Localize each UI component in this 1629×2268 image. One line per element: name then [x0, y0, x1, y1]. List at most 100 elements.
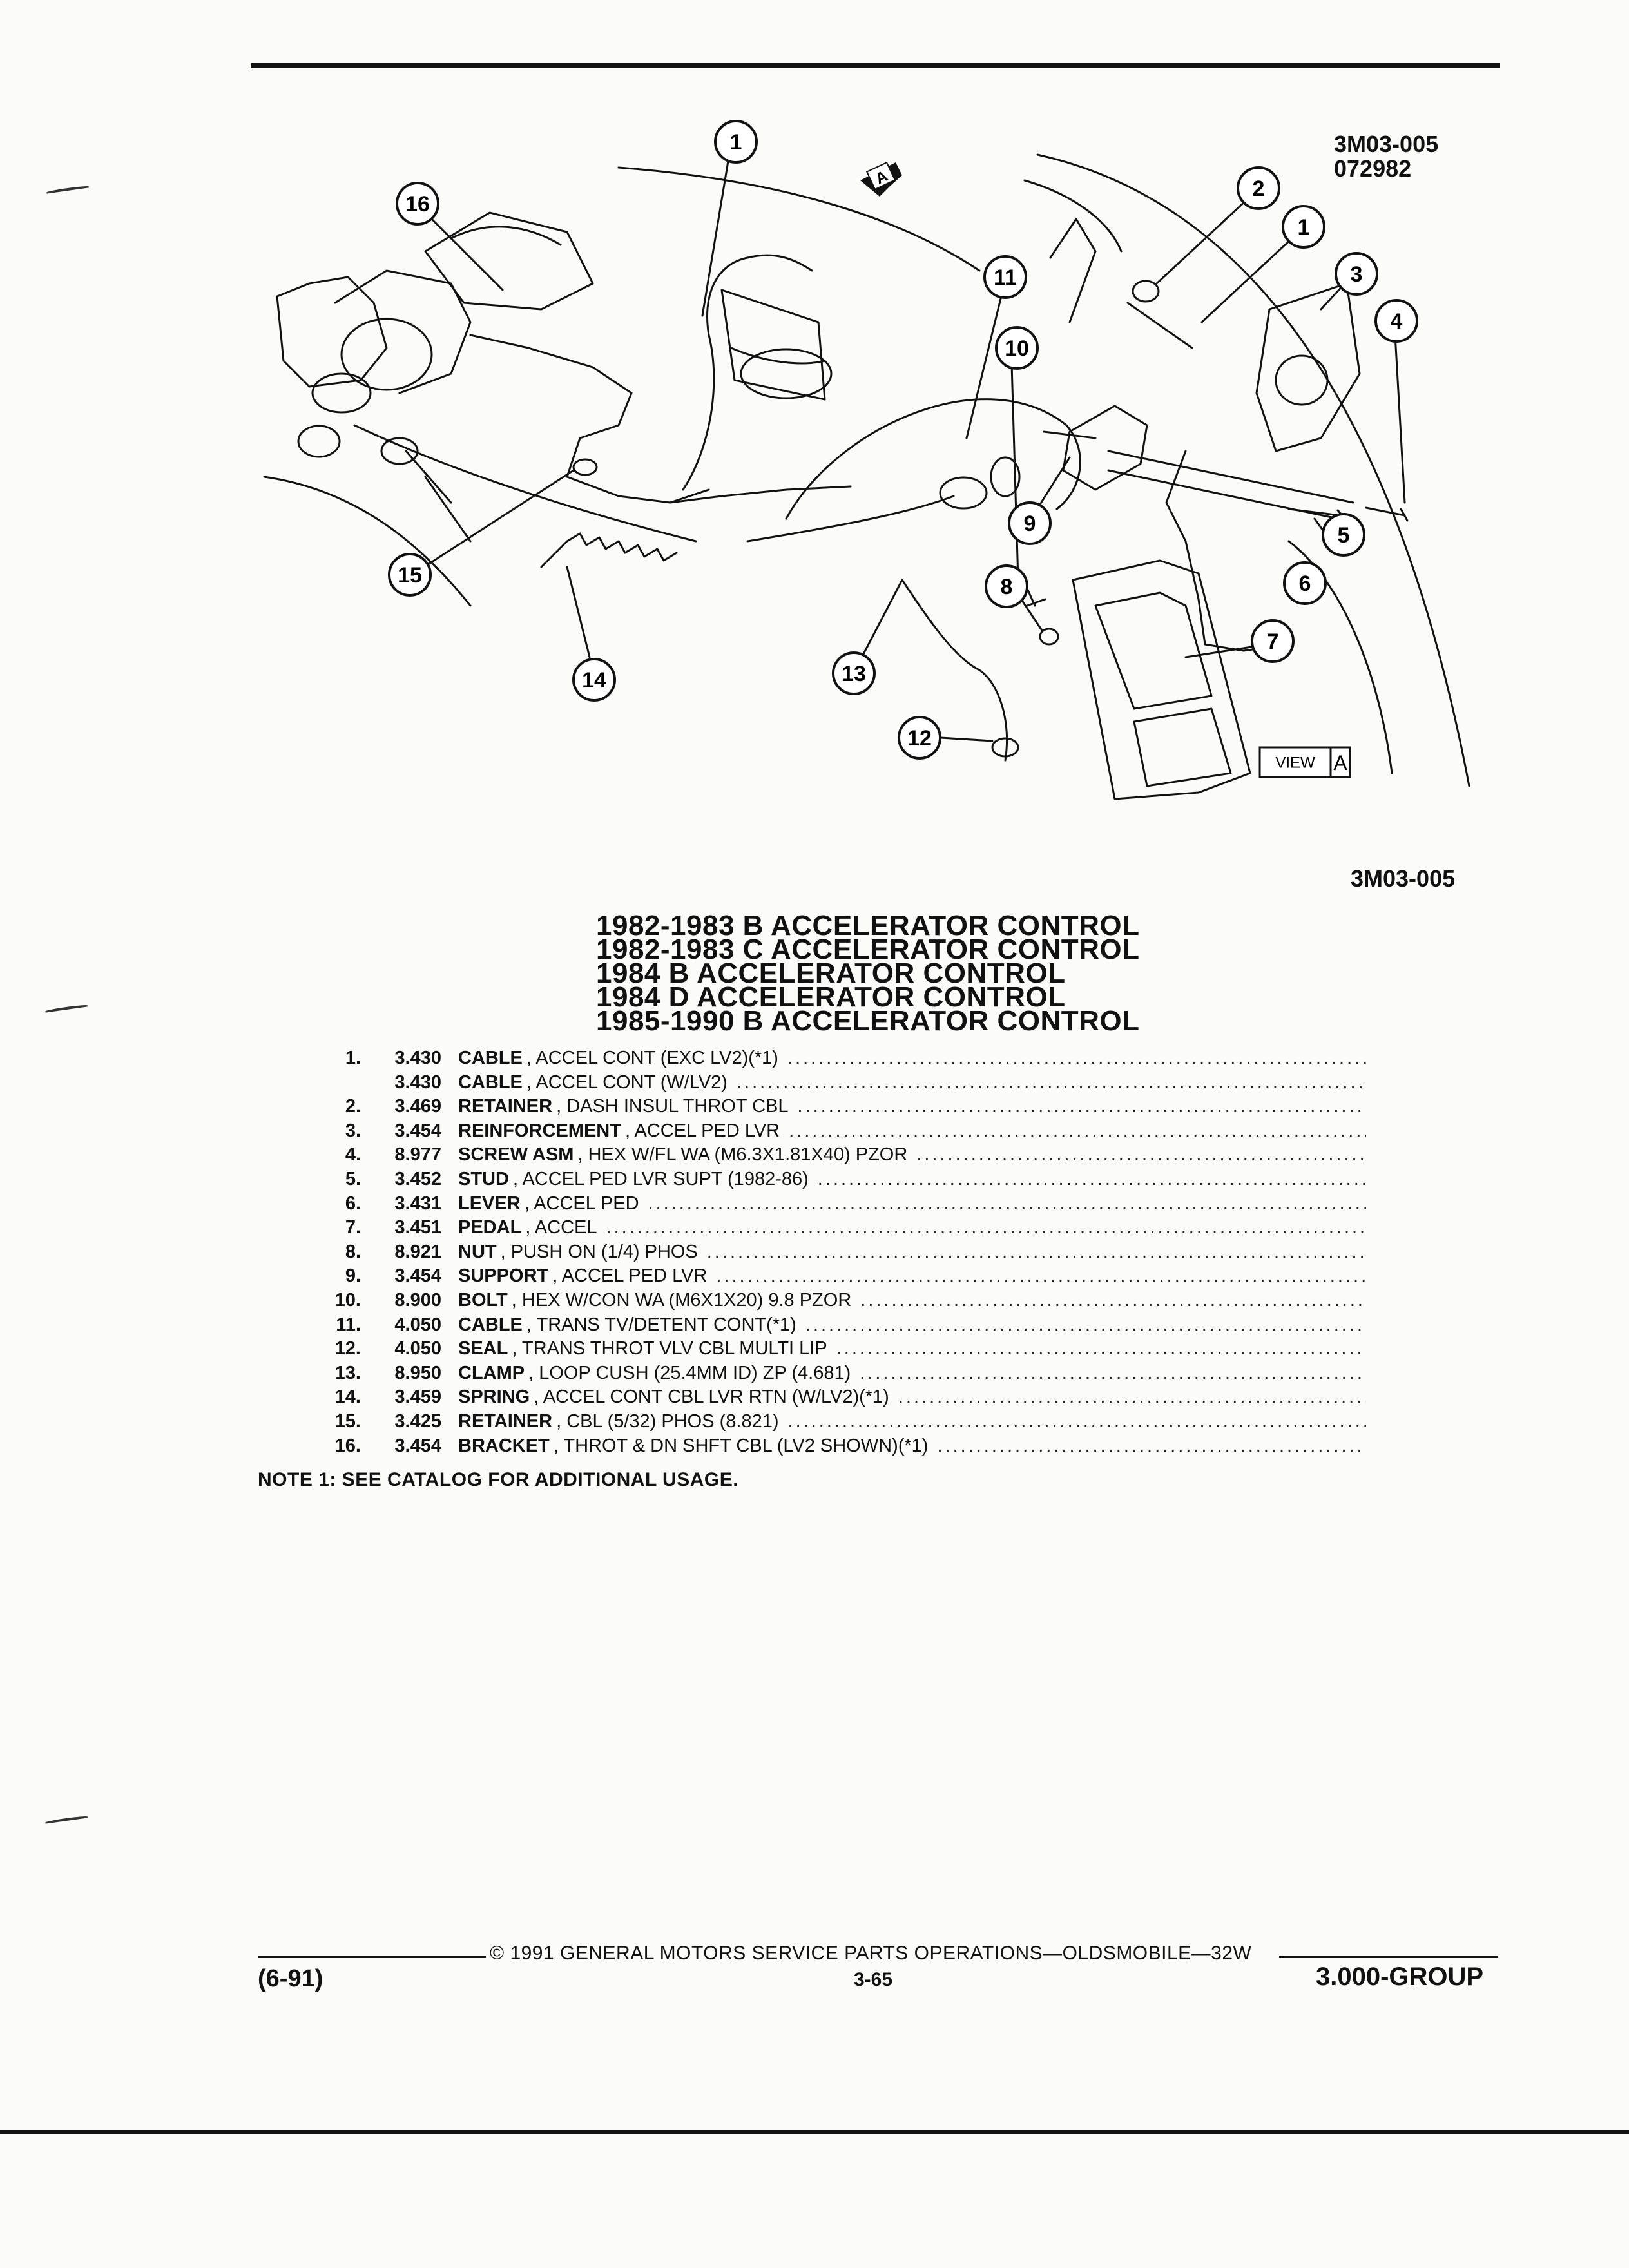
part-name: SPRING [458, 1387, 530, 1408]
callout-8: 8 [985, 564, 1028, 608]
part-description: , ACCEL PED LVR [552, 1265, 708, 1287]
page-number: 3-65 [854, 1969, 893, 1990]
leader-dots: ........................................… [916, 1144, 1366, 1166]
svg-text:1: 1 [1298, 215, 1310, 240]
part-name: STUD [458, 1168, 509, 1189]
leader-dots: ........................................… [860, 1362, 1366, 1383]
leader-line [940, 736, 994, 742]
svg-text:5: 5 [1338, 523, 1350, 548]
leader-dots: ........................................… [898, 1387, 1366, 1408]
air-cleaner [424, 211, 594, 311]
callout-6: 6 [1283, 561, 1327, 605]
figure-id-bottom: 3M03-005 [1351, 865, 1456, 892]
dash-retainer [1132, 280, 1160, 303]
group-number: 3.000-GROUP [1316, 1963, 1484, 1991]
svg-text:6: 6 [1299, 572, 1311, 596]
hood-edge [617, 166, 981, 272]
push-nut [1039, 628, 1059, 646]
group-code: 3.454 [394, 1265, 441, 1287]
part-name: PEDAL [458, 1217, 522, 1238]
group-code: 4.050 [394, 1314, 441, 1335]
part-name: SEAL [458, 1338, 508, 1360]
carburetor-linkage [405, 450, 472, 543]
carburetor-fitting [297, 425, 341, 458]
leader-dots: ........................................… [937, 1435, 1366, 1456]
part-number: 4. [345, 1144, 361, 1166]
group-code: 4.050 [394, 1338, 441, 1360]
callout-4: 4 [1374, 299, 1418, 343]
part-number: 13. [334, 1362, 361, 1383]
support-stud [1043, 430, 1097, 439]
part-description: , TRANS THROT VLV CBL MULTI LIP [512, 1338, 827, 1360]
throttle-rod [669, 485, 852, 504]
reinforcement [1255, 282, 1361, 452]
section-title: 1982-1983 C ACCELERATOR CONTROL [596, 934, 1140, 965]
dash-bracket [1049, 218, 1097, 323]
callout-16: 16 [396, 182, 439, 226]
figure-id: 3M03-005 [1334, 131, 1439, 157]
pedal-support [1062, 405, 1148, 491]
part-description: , THROT & DN SHFT CBL (LV2 SHOWN)(*1) [553, 1435, 929, 1456]
group-code: 3.469 [394, 1096, 441, 1117]
callout-1b: 1 [1282, 205, 1325, 249]
callout-9: 9 [1008, 501, 1052, 545]
pivot-shaft [1107, 450, 1354, 504]
part-number: 5. [345, 1168, 361, 1189]
leader-line [1010, 363, 1019, 581]
leader-line [1155, 198, 1248, 285]
carburetor-fitting [380, 437, 419, 465]
bottom-rule [0, 2130, 1629, 2134]
leader-dots: ........................................… [860, 1289, 1366, 1311]
svg-text:16: 16 [405, 192, 430, 216]
part-number: 8. [345, 1241, 361, 1262]
part-description: , ACCEL PED LVR SUPT (1982-86) [512, 1168, 809, 1189]
callout-15: 15 [388, 553, 432, 597]
leader-line [566, 566, 591, 658]
view-box-letter: A [1333, 751, 1347, 774]
group-code: 3.425 [394, 1410, 441, 1432]
leader-line [965, 292, 1003, 439]
figure-date: 072982 [1334, 155, 1412, 182]
accel-pedal [1072, 559, 1251, 800]
return-spring [566, 532, 678, 562]
accel-cable [682, 254, 813, 491]
part-name: REINFORCEMENT [458, 1120, 621, 1141]
part-description: , DASH INSUL THROT CBL [556, 1096, 789, 1117]
leader-dots: ........................................… [787, 1410, 1366, 1432]
callout-1: 1 [714, 120, 758, 164]
throttle-bracket [469, 334, 633, 478]
group-code: 3.430 [394, 1048, 441, 1068]
screw [1365, 506, 1409, 522]
pedal-pad [1094, 591, 1213, 710]
svg-text:10: 10 [1005, 336, 1029, 361]
throttle-bracket [566, 476, 710, 504]
leader-dots: ........................................… [716, 1265, 1366, 1287]
cable-rod [1126, 302, 1193, 349]
footnote: NOTE 1: SEE CATALOG FOR ADDITIONAL USAGE… [258, 1469, 739, 1490]
spring-hook [540, 540, 568, 568]
part-number: 9. [345, 1265, 361, 1287]
section-title: 1982-1983 B ACCELERATOR CONTROL [596, 910, 1140, 941]
view-a-arrow-icon: A [860, 161, 902, 197]
leader-dots: ........................................… [805, 1314, 1366, 1335]
callout-2: 2 [1237, 166, 1280, 210]
part-name: CABLE [458, 1048, 523, 1068]
callout-12: 12 [898, 716, 941, 760]
svg-text:8: 8 [1001, 575, 1013, 599]
part-number: 16. [334, 1435, 361, 1456]
view-a-box: VIEW A [1258, 746, 1351, 778]
part-name: SUPPORT [458, 1265, 549, 1287]
part-description: , ACCEL [525, 1217, 597, 1238]
svg-text:4: 4 [1391, 309, 1403, 334]
floor-curve [1287, 540, 1393, 774]
canister-end [740, 348, 833, 399]
section-title: 1985-1990 B ACCELERATOR CONTROL [596, 1005, 1140, 1037]
part-number: 14. [334, 1387, 361, 1408]
reinforcement-boss [1275, 354, 1329, 406]
